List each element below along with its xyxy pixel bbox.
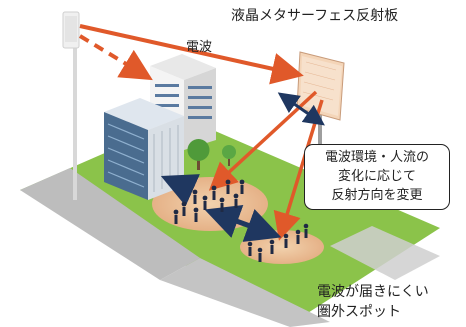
crowd-arrow-2 bbox=[204, 204, 282, 242]
callout-line-3: 反射方向を変更 bbox=[331, 188, 423, 203]
callout-line-1: 電波環境・人流の bbox=[324, 150, 429, 165]
base-station-icon bbox=[62, 11, 80, 200]
office-building-front bbox=[104, 98, 184, 200]
wave-arrow-blocked bbox=[78, 34, 153, 81]
tree-icon bbox=[187, 139, 210, 170]
road-strip bbox=[330, 226, 440, 280]
callout-line-2: 変化に応じて bbox=[337, 169, 416, 184]
coverage-zone-spot bbox=[240, 230, 324, 264]
person-icon-group bbox=[247, 223, 309, 262]
wave-arrow-to-reflector bbox=[79, 24, 304, 85]
out-of-area-line-2: 圏外スポット bbox=[317, 304, 401, 320]
crowd-arrow-1 bbox=[160, 174, 200, 207]
road-right bbox=[160, 258, 330, 327]
adaptive-reflection-callout: 電波環境・人流の 変化に応じて 反射方向を変更 bbox=[304, 144, 450, 210]
person-icon bbox=[173, 179, 245, 224]
radio-wave-label: 電波 bbox=[186, 40, 213, 55]
reflector-pole bbox=[318, 96, 322, 156]
out-of-area-line-1: 電波が届きにくい bbox=[317, 284, 429, 300]
reflector-label: 液晶メタサーフェス反射板 bbox=[231, 8, 399, 24]
double-arrow-icon bbox=[277, 92, 325, 126]
out-of-area-label: 電波が届きにくい 圏外スポット bbox=[317, 282, 429, 322]
road-left bbox=[20, 168, 200, 280]
